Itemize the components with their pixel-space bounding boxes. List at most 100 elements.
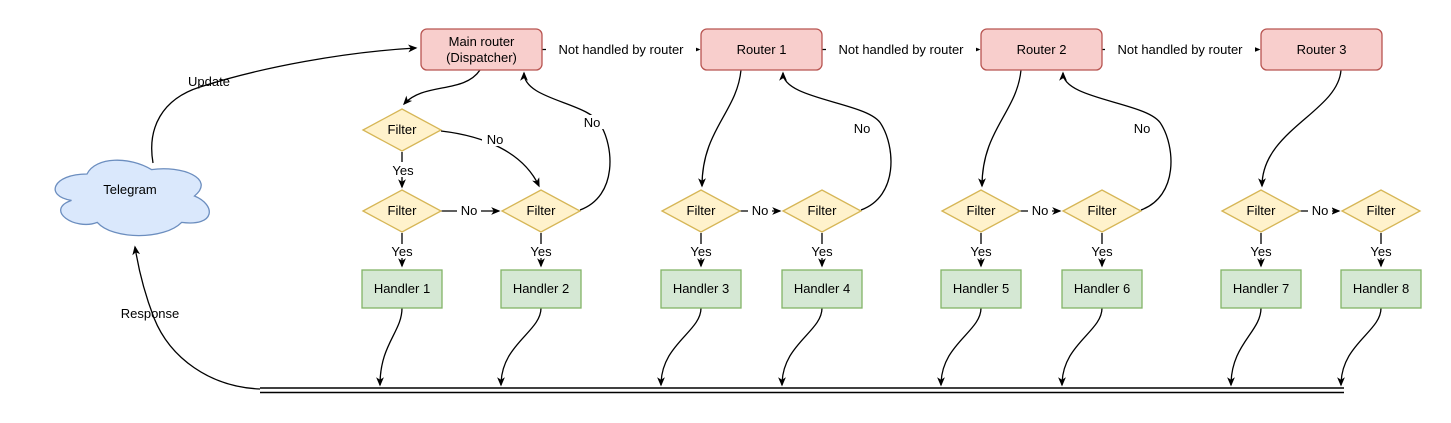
handler-3-box [660,269,742,309]
yes-text: Yes [530,244,552,259]
edge-handler5-out [937,307,982,387]
filter-4-label: Filter [808,203,838,218]
yes-text: Yes [1370,244,1392,259]
response-label: Response [121,306,180,321]
yes-label-h1: Yes [389,244,415,259]
edge-handler8-out [1337,307,1382,387]
label-bg [546,42,696,57]
no-label-filter0: No [482,132,508,147]
filter-7-shape [1220,189,1302,233]
handler-1-box [361,269,443,309]
filter-8-node: Filter [1340,189,1422,233]
no-text: No [1032,203,1049,218]
no-text: No [1312,203,1329,218]
edge-update [151,44,418,164]
handler-2-label: Handler 2 [513,281,569,296]
filter-3-node: Filter [660,189,742,233]
not-handled-label-1: Not handled by router [546,42,696,57]
no-text: No [1134,121,1151,136]
main-router-label-line1: Main router [449,34,515,49]
label-bg [1089,244,1115,258]
yes-text: Yes [392,163,414,178]
edge-response [132,245,261,390]
label-bg [748,204,772,218]
label-bg [1308,204,1332,218]
not-handled-text-2: Not handled by router [838,42,964,57]
main-router-box [420,28,543,71]
router-1-label: Router 1 [737,42,787,57]
label-bg [457,204,481,218]
edge-filter6-no-return [1059,71,1172,211]
label-bg [1368,244,1394,258]
handler-8-label: Handler 8 [1353,281,1409,296]
filter-4-shape [781,189,863,233]
edge-handler2-out [497,307,542,387]
handler-1-label: Handler 1 [374,281,430,296]
handler-7-label: Handler 7 [1233,281,1289,296]
handler-7-box [1220,269,1302,309]
router-2-box [980,28,1103,71]
edge-handler7-out [1227,307,1262,387]
label-bg [528,244,554,258]
yes-text: Yes [391,244,413,259]
response-edge-label: Response [121,306,180,321]
label-bg [579,115,605,129]
edge-filter4-no-return [779,71,892,211]
no-label-r2-return: No [1129,121,1155,136]
label-bg [826,42,976,57]
label-bg [968,244,994,258]
no-text: No [584,115,601,130]
no-label-pair-main: No [457,203,481,218]
edge-handler6-out [1058,307,1103,387]
handler-6-label: Handler 6 [1074,281,1130,296]
filter-2-label: Filter [527,203,557,218]
filter-1-node: Filter [361,189,443,233]
main-router-label-line2: (Dispatcher) [446,50,517,65]
filter-0-shape [361,108,443,152]
yes-label-h5: Yes [968,244,994,259]
not-handled-text-3: Not handled by router [1117,42,1243,57]
no-text: No [461,203,478,218]
handler-7-node: Handler 7 [1220,269,1302,309]
filter-3-shape [660,189,742,233]
edge-handler1-out [376,307,403,387]
edge-router1-down [698,69,742,188]
edge-router3-down [1258,69,1342,188]
router-3-label: Router 3 [1297,42,1347,57]
yes-label-h4: Yes [809,244,835,259]
main-router-node: Main router (Dispatcher) [420,28,543,71]
yes-label-h3: Yes [688,244,714,259]
label-bg [849,121,875,135]
filter-5-shape [940,189,1022,233]
filter-8-label: Filter [1367,203,1397,218]
handler-4-node: Handler 4 [781,269,863,309]
label-bg [809,244,835,258]
filter-5-node: Filter [940,189,1022,233]
label-bg [1028,204,1052,218]
filter-2-node: Filter [500,189,582,233]
handler-3-node: Handler 3 [660,269,742,309]
yes-text: Yes [811,244,833,259]
handler-4-label: Handler 4 [794,281,850,296]
handler-3-label: Handler 3 [673,281,729,296]
edge-handler3-out [657,307,702,387]
yes-label-h2: Yes [528,244,554,259]
filter-8-shape [1340,189,1422,233]
no-label-pair-r3: No [1308,203,1332,218]
yes-label-h6: Yes [1089,244,1115,259]
filter-3-label: Filter [687,203,717,218]
telegram-label: Telegram [103,182,156,197]
router-2-label: Router 2 [1017,42,1067,57]
no-label-pair-r1: No [748,203,772,218]
not-handled-label-2: Not handled by router [826,42,976,57]
filter-6-shape [1061,189,1143,233]
router-1-node: Router 1 [700,28,823,71]
yes-text: Yes [970,244,992,259]
label-bg [1248,244,1274,258]
handler-6-box [1061,269,1143,309]
handler-5-node: Handler 5 [940,269,1022,309]
update-label: Update [188,74,230,89]
label-bg [1129,121,1155,135]
handler-1-node: Handler 1 [361,269,443,309]
filter-1-label: Filter [388,203,418,218]
